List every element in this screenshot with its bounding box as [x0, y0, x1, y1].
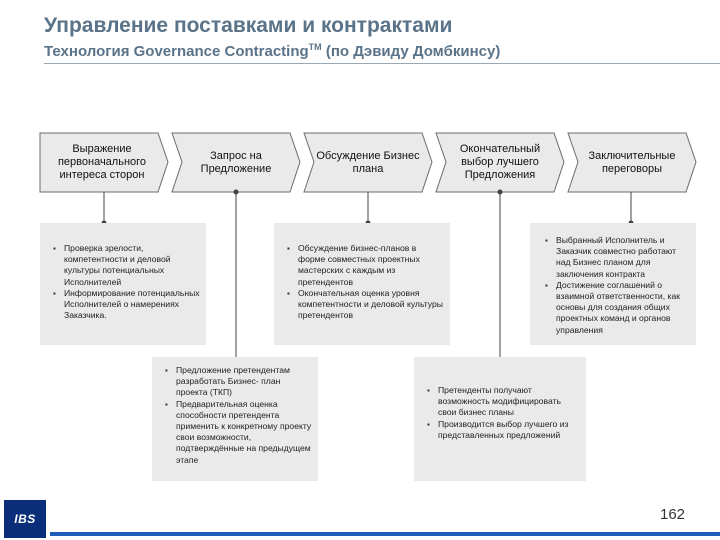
subtitle-rest: (по Дэвиду Домбкинсу) — [321, 43, 501, 60]
page-subtitle: Технология Governance ContractingTM (по … — [44, 42, 500, 60]
connector-4-dot — [497, 189, 503, 195]
note-stage-4: Претенденты получают возможность модифиц… — [414, 357, 586, 481]
note-2-item-2: Предварительная оценка способности прете… — [165, 399, 312, 466]
note-stage-2: Предложение претендентам разработать Биз… — [152, 357, 318, 481]
stage-4-shape — [435, 132, 565, 193]
title-underline — [44, 63, 720, 64]
note-stage-5: Выбранный Исполнитель и Заказчик совмест… — [530, 223, 696, 345]
stage-5-shape — [567, 132, 697, 193]
subtitle-trademark: TM — [308, 42, 322, 52]
stage-5-label: Заключительные переговоры — [588, 149, 676, 175]
stage-3-shape — [303, 132, 433, 193]
page-number: 162 — [660, 506, 686, 523]
subtitle-main: Технология Governance Contracting — [44, 43, 309, 60]
stage-1-shape — [39, 132, 169, 193]
bottom-accent-line — [50, 532, 720, 536]
note-stage-1: Проверка зрелости, компетентности и дело… — [40, 223, 206, 345]
note-stage-3: Обсуждение бизнес-планов в форме совмест… — [274, 223, 450, 345]
stage-4-label: Окончательный выбор лучшего Предложения — [459, 143, 541, 181]
ibs-logo: IBS — [4, 500, 46, 538]
page-title: Управление поставками и контрактами — [44, 14, 453, 37]
note-4-item-2: Производится выбор лучшего из представле… — [427, 419, 580, 441]
note-5-item-1: Выбранный Исполнитель и Заказчик совмест… — [545, 235, 690, 280]
note-3-item-2: Окончательная оценка уровня компетентнос… — [287, 288, 444, 322]
note-3-item-1: Обсуждение бизнес-планов в форме совмест… — [287, 243, 444, 288]
logo-text: IBS — [14, 512, 36, 526]
note-2-item-1: Предложение претендентам разработать Биз… — [165, 365, 312, 399]
note-5-item-2: Достижение соглашений о взаимной ответст… — [545, 280, 690, 336]
connector-2-dot — [233, 189, 239, 195]
note-1-item-2: Информирование потенциальных Исполнителе… — [53, 288, 200, 322]
note-1-item-1: Проверка зрелости, компетентности и дело… — [53, 243, 200, 288]
stage-2-shape — [171, 132, 301, 193]
stage-2-label: Запрос на Предложение — [200, 149, 272, 175]
stage-3-label: Обсуждение Бизнес плана — [316, 149, 420, 175]
stage-1-label: Выражение первоначального интереса сторо… — [57, 143, 147, 181]
note-4-item-1: Претенденты получают возможность модифиц… — [427, 385, 580, 419]
